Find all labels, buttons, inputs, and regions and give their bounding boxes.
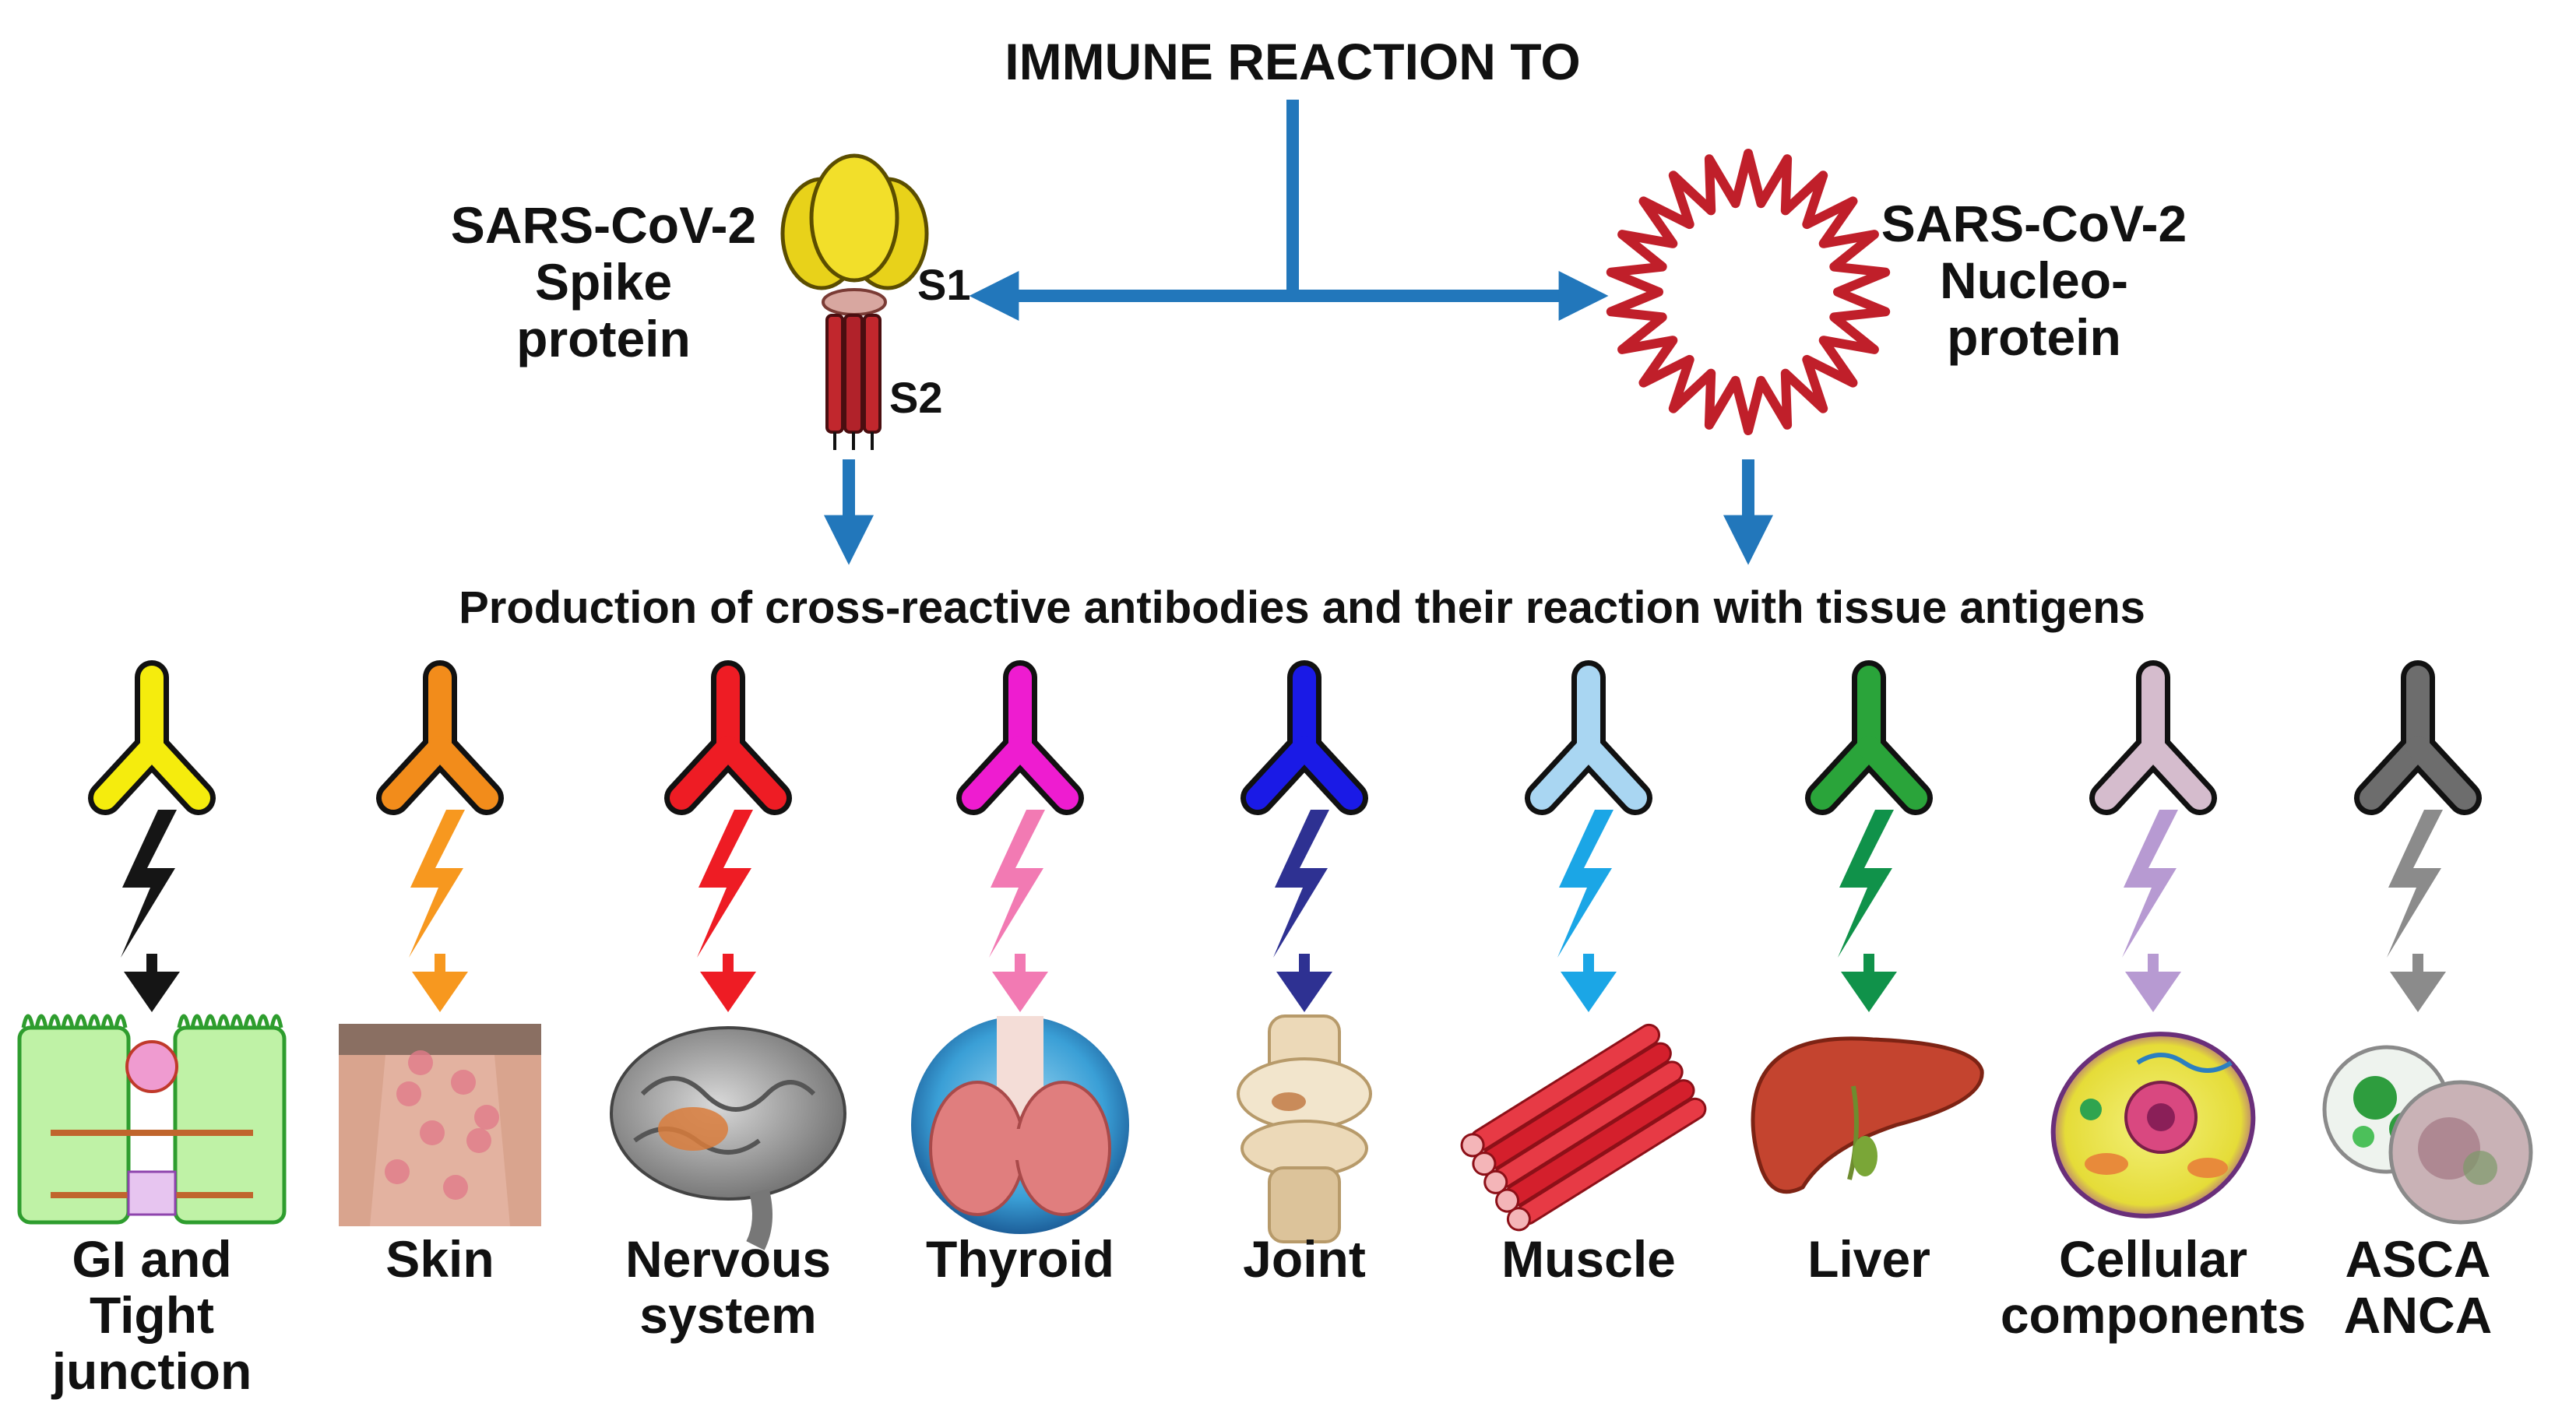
- tissue-label-line: GI and: [72, 1230, 231, 1288]
- lightning-bolt-icon: [2387, 810, 2443, 958]
- tissue-label-line: components: [2001, 1286, 2306, 1344]
- arrow-head-icon: [700, 972, 756, 1012]
- tissue-target-column: Skin: [339, 660, 541, 1288]
- tissue-label-line: Skin: [385, 1230, 494, 1288]
- arrow-head-icon: [1841, 972, 1897, 1012]
- antibody-icon: [1240, 660, 1368, 815]
- lightning-bolt-icon: [989, 810, 1045, 958]
- spike-protein-label: SARS-CoV-2 Spike protein: [451, 196, 756, 367]
- asca-anca-icon: [2322, 1045, 2533, 1225]
- tissue-label-line: ASCA: [2345, 1230, 2490, 1288]
- tissue-target-column: Joint: [1237, 660, 1372, 1288]
- antibody-icon: [664, 660, 792, 815]
- tissue-label-line: Thyroid: [926, 1230, 1114, 1288]
- antibody-icon: [2089, 660, 2217, 815]
- arrow-head-icon: [124, 972, 180, 1012]
- lightning-bolt-icon: [409, 810, 465, 958]
- antibody-icon: [956, 660, 1084, 815]
- joint-icon: [1237, 1014, 1372, 1243]
- tissue-label-line: ANCA: [2344, 1286, 2493, 1344]
- antibody-icon: [1525, 660, 1652, 815]
- page-title: IMMUNE REACTION TO: [1005, 33, 1580, 90]
- reaction-connectors: [824, 100, 1773, 565]
- tissue-target-column: Muscle: [1460, 660, 1707, 1288]
- spike-name-line-1: SARS-CoV-2: [451, 196, 756, 254]
- nucleo-name-line-1: SARS-CoV-2: [1881, 195, 2187, 252]
- arrow-head-icon: [1276, 972, 1332, 1012]
- arrow-head-icon: [2125, 972, 2181, 1012]
- antibody-icon: [88, 660, 216, 815]
- thyroid-icon: [911, 1016, 1129, 1234]
- spike-s1-label: S1: [917, 260, 971, 309]
- lightning-bolt-icon: [121, 810, 177, 958]
- gi-tight-junction-icon: [17, 1014, 287, 1225]
- tissue-label-line: system: [639, 1286, 817, 1344]
- spike-protein-icon: [780, 153, 929, 450]
- tissue-label-line: Liver: [1807, 1230, 1930, 1288]
- nucleoprotein-label: SARS-CoV-2 Nucleo- protein: [1881, 195, 2187, 366]
- spike-s2-label: S2: [889, 373, 943, 422]
- arrow-head-icon: [992, 972, 1048, 1012]
- brain-icon: [610, 1026, 846, 1250]
- nucleo-name-line-2: Nucleo-: [1940, 251, 2128, 309]
- lightning-bolt-icon: [2122, 810, 2178, 958]
- arrow-head-icon: [412, 972, 468, 1012]
- muscle-icon: [1460, 1023, 1707, 1232]
- liver-icon: [1751, 1036, 1984, 1194]
- lightning-bolt-icon: [697, 810, 753, 958]
- tissue-label-line: junction: [51, 1342, 252, 1400]
- tissue-label-line: Joint: [1243, 1230, 1366, 1288]
- cell-icon: [2050, 1032, 2256, 1218]
- tissue-target-column: Thyroid: [911, 660, 1129, 1288]
- spike-name-line-3: protein: [516, 310, 691, 367]
- antibody-icon: [2354, 660, 2482, 815]
- antibody-icon: [376, 660, 504, 815]
- arrow-head-icon: [1561, 972, 1617, 1012]
- lightning-bolt-icon: [1838, 810, 1894, 958]
- antibody-icon: [1805, 660, 1933, 815]
- nucleoprotein-icon: [1606, 149, 1891, 435]
- production-statement: Production of cross-reactive antibodies …: [459, 582, 2145, 633]
- skin-icon: [339, 1024, 541, 1226]
- lightning-bolt-icon: [1557, 810, 1614, 958]
- tissue-label-line: Nervous: [625, 1230, 831, 1288]
- tissue-target-column: Liver: [1751, 660, 1984, 1288]
- arrow-head-icon: [2390, 972, 2446, 1012]
- spike-name-line-2: Spike: [535, 253, 672, 311]
- nucleo-name-line-3: protein: [1947, 308, 2121, 366]
- lightning-bolt-icon: [1273, 810, 1329, 958]
- tissue-label-line: Tight: [90, 1286, 214, 1344]
- tissue-label-line: Cellular: [2059, 1230, 2247, 1288]
- tissue-label-line: Muscle: [1501, 1230, 1676, 1288]
